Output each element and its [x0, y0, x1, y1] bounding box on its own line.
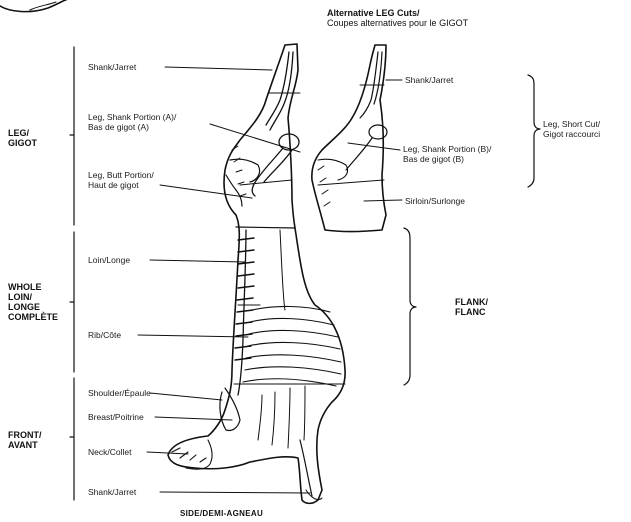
pelvis [230, 159, 260, 182]
cut-line-leg-butt [240, 180, 292, 185]
ribs [243, 306, 341, 386]
femur [252, 148, 283, 196]
leader-alt-sirloin [364, 200, 402, 201]
section-leg-short-line1: Leg, Short Cut/ [543, 119, 600, 129]
cut-label-leg-shank-a-line2: Bas de gigot (A) [88, 122, 149, 132]
leader-leg-shank-a [210, 124, 300, 152]
cut-label-breast: Breast/Poitrine [88, 412, 144, 422]
cut-label-leg-shank-a-line1: Leg, Shank Portion (A)/ [88, 112, 176, 122]
leader-shank-front [160, 492, 310, 493]
cut-label-shoulder: Shoulder/Épaule [88, 388, 151, 398]
cut-label-shank-front: Shank/Jarret [88, 487, 136, 497]
leader-shoulder [150, 393, 222, 400]
alt-cut-label-shank: Shank/Jarret [405, 75, 453, 85]
front-shank [300, 440, 312, 496]
alt-cut-label-leg-shank-b-line1: Leg, Shank Portion (B)/ [403, 144, 491, 154]
cut-label-leg-butt-line1: Leg, Butt Portion/ [88, 170, 154, 180]
bracket-front [70, 378, 74, 500]
section-front-line2: AVANT [8, 440, 38, 450]
section-flank-line2: FLANC [455, 307, 486, 317]
leader-loin [150, 260, 245, 262]
section-leg-line2: GIGOT [8, 138, 37, 148]
section-flank-line1: FLANK/ [455, 297, 488, 307]
leader-leg-butt [160, 185, 252, 198]
alt-cut-label-leg-shank-b-line2: Bas de gigot (B) [403, 154, 464, 164]
cut-label-shank-leg: Shank/Jarret [88, 62, 136, 72]
alternative-header-line1: Alternative LEG Cuts/ [327, 8, 420, 18]
leader-shank-leg [165, 67, 272, 70]
foreleg [186, 440, 212, 469]
alt-pelvis [318, 159, 348, 180]
section-loin-line3: LONGE [8, 302, 40, 312]
footer-title: SIDE/DEMI-AGNEAU [180, 509, 263, 518]
rib-lower-verticals [258, 386, 305, 448]
section-leg-line1: LEG/ [8, 128, 29, 138]
leader-breast [155, 417, 232, 420]
bracket-leg [70, 47, 74, 225]
section-loin-line2: LOIN/ [8, 292, 32, 302]
alternative-header-line2: Coupes alternatives pour le GIGOT [327, 18, 468, 28]
alt-cut-line-sirloin [318, 180, 384, 185]
neck-vertebrae [172, 448, 206, 462]
section-loin-line1: WHOLE [8, 282, 42, 292]
leader-rib [138, 335, 248, 337]
bracket-leg-short [528, 75, 540, 187]
cut-label-neck: Neck/Collet [88, 447, 131, 457]
alt-vertebrae [318, 166, 330, 206]
bracket-loin [70, 232, 74, 372]
section-loin-line4: COMPLÈTE [8, 312, 58, 322]
leader-alt-leg-shank-b [348, 143, 400, 150]
bracket-flank [404, 228, 416, 385]
cut-label-leg-butt-line2: Haut de gigot [88, 180, 139, 190]
alt-cut-label-sirloin: Sirloin/Surlonge [405, 196, 465, 206]
section-front-line1: FRONT/ [8, 430, 42, 440]
cut-line-leg-loin [236, 227, 295, 228]
carcass-outline [168, 44, 345, 503]
cut-label-rib: Rib/Côte [88, 330, 121, 340]
cut-label-loin: Loin/Longe [88, 255, 130, 265]
leader-neck [147, 452, 188, 454]
alt-stifle-joint [369, 125, 387, 139]
tail-ridge [226, 175, 242, 206]
section-leg-short-line2: Gigot raccourci [543, 129, 600, 139]
loin-flank-divider [280, 230, 285, 310]
leg-bone-upper-2 [270, 52, 293, 130]
